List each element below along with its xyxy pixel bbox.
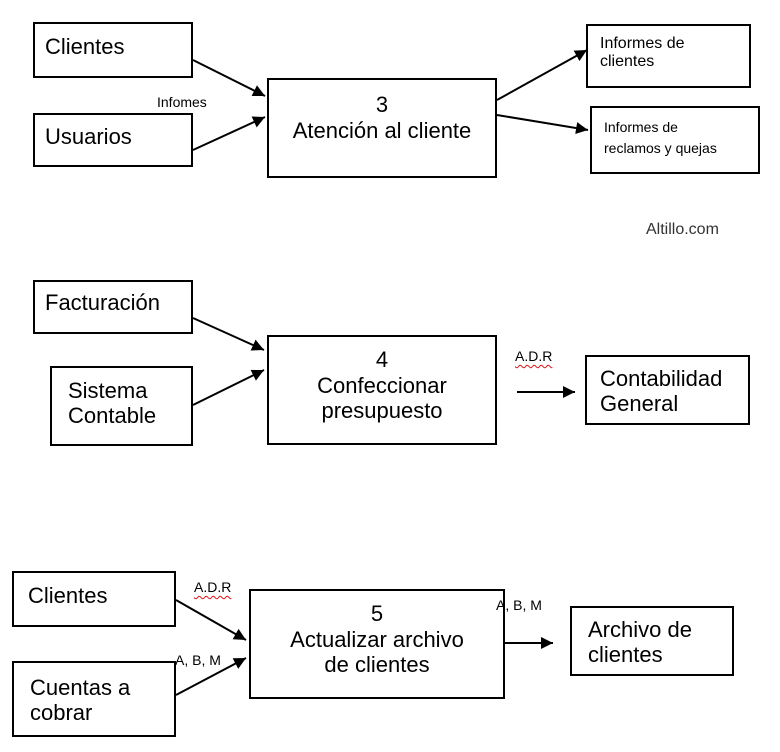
watermark-text: Altillo.com xyxy=(646,221,719,238)
process-name-3: Atención al cliente xyxy=(292,118,472,143)
source-box-facturacion: Facturación xyxy=(33,280,193,334)
flow-label-adr-4: A.D.R xyxy=(515,348,553,364)
output-label-informes-reclamos: Informes de reclamos y quejas xyxy=(604,119,717,156)
source-box-clientes: Clientes xyxy=(33,22,193,78)
source-box-clientes-5: Clientes xyxy=(12,571,176,627)
flow-label-infomes: Infomes xyxy=(157,94,207,110)
source-label-cuentas-a-cobrar: Cuentas a cobrar xyxy=(30,675,131,726)
process-name-5: Actualizar archivo de clientes xyxy=(290,627,464,678)
output-box-contabilidad: Contabilidad General xyxy=(585,355,750,425)
arrow-clientes-to-process-5 xyxy=(175,599,247,641)
output-box-informes-clientes: Informes de clientes xyxy=(586,24,751,88)
source-label-clientes: Clientes xyxy=(45,34,125,59)
process-box-5: 5 Actualizar archivo de clientes xyxy=(249,589,505,699)
source-label-usuarios: Usuarios xyxy=(45,124,132,149)
process-number-3: 3 xyxy=(375,92,389,117)
arrow-process-3-to-informes-reclamos xyxy=(496,114,589,134)
process-name-4: Confeccionar presupuesto xyxy=(317,373,447,424)
arrow-cuentas-to-process-5 xyxy=(175,657,247,696)
process-number-4: 4 xyxy=(375,347,389,372)
source-label-sistema-contable: Sistema Contable xyxy=(68,378,157,429)
flow-label-abm-input: A, B, M xyxy=(175,652,221,668)
process-box-3: 3 Atención al cliente xyxy=(267,78,497,178)
source-box-usuarios: Usuarios xyxy=(33,113,193,167)
output-box-informes-reclamos: Informes de reclamos y quejas xyxy=(590,106,760,174)
arrow-clientes-to-process-3 xyxy=(192,59,266,97)
arrow-facturacion-to-process-4 xyxy=(192,317,265,351)
process-number-5: 5 xyxy=(370,601,384,626)
output-label-contabilidad: Contabilidad General xyxy=(600,366,723,417)
output-label-informes-clientes: Informes de clientes xyxy=(600,35,685,71)
output-box-archivo-clientes: Archivo de clientes xyxy=(570,606,734,676)
arrow-usuarios-to-process-3 xyxy=(192,116,266,151)
source-label-facturacion: Facturación xyxy=(45,290,160,315)
flow-label-adr-5: A.D.R xyxy=(194,579,232,595)
source-box-cuentas-a-cobrar: Cuentas a cobrar xyxy=(12,661,176,737)
arrow-sistema-contable-to-process-4 xyxy=(192,369,265,406)
arrow-process-3-to-informes-clientes xyxy=(496,49,588,101)
flow-label-abm-output: A, B, M xyxy=(496,597,542,613)
source-box-sistema-contable: Sistema Contable xyxy=(50,366,193,446)
process-box-4: 4 Confeccionar presupuesto xyxy=(267,335,497,445)
source-label-clientes-5: Clientes xyxy=(28,583,108,608)
output-label-archivo-clientes: Archivo de clientes xyxy=(588,617,692,668)
